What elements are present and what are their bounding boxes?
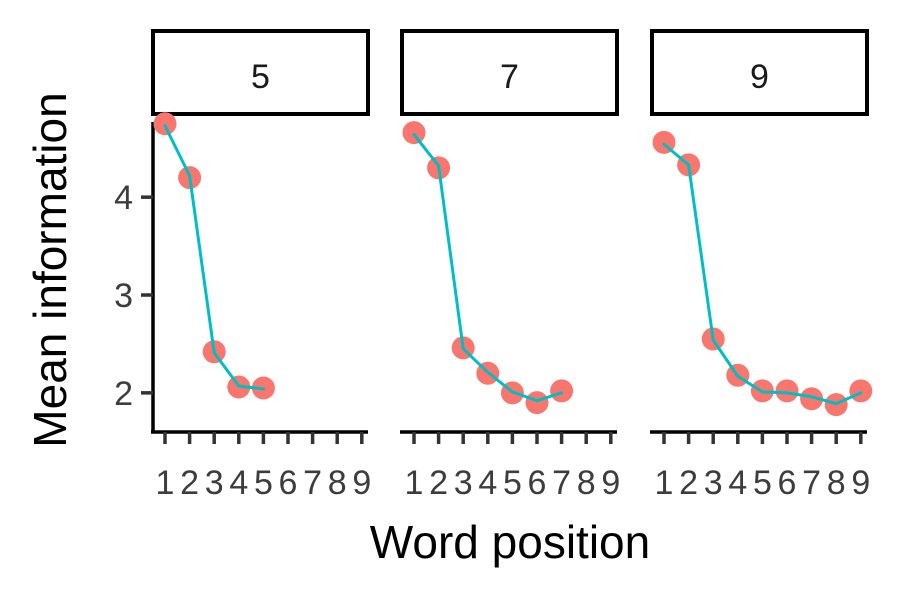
- series-line-segment: [163, 124, 192, 178]
- series-line-segment: [785, 391, 814, 399]
- facet-strip: [650, 29, 869, 116]
- y-tick-label: 4: [114, 179, 133, 217]
- x-tick-label: 9: [601, 464, 620, 502]
- data-point: [525, 391, 549, 415]
- facet-strip-label: 9: [750, 58, 769, 96]
- series-line-segment: [687, 163, 715, 342]
- data-point: [775, 379, 799, 403]
- x-tick-label: 7: [552, 464, 571, 502]
- x-tick-label: 5: [753, 464, 772, 502]
- x-tick-label: 6: [279, 464, 298, 502]
- data-point: [402, 121, 426, 145]
- x-tick-label: 6: [778, 464, 797, 502]
- x-tick-label: 2: [429, 464, 448, 502]
- series-line-segment: [662, 142, 691, 167]
- x-tick-label: 2: [679, 464, 698, 502]
- x-axis-title: Word position: [370, 516, 650, 568]
- data-point: [550, 379, 574, 403]
- x-tick-label: 1: [405, 464, 424, 502]
- x-tick-label: 5: [503, 464, 522, 502]
- y-tick-label: 3: [114, 277, 133, 315]
- x-tick-label: 4: [728, 464, 747, 502]
- x-tick-label: 6: [528, 464, 547, 502]
- facet-strip: [151, 29, 370, 116]
- series-line-segment: [237, 384, 265, 391]
- x-tick-label: 8: [328, 464, 347, 502]
- x-tick-label: 2: [180, 464, 199, 502]
- series-line-segment: [510, 390, 539, 403]
- y-axis-title: Mean information: [24, 92, 76, 447]
- series-line-segment: [810, 395, 838, 406]
- y-tick-label: 2: [114, 375, 133, 413]
- x-tick-label: 3: [454, 464, 473, 502]
- facet-strip: [400, 29, 619, 116]
- series-line-segment: [834, 391, 863, 406]
- facet-strip-label: 7: [500, 58, 519, 96]
- x-tick-label: 1: [655, 464, 674, 502]
- series-line-segment: [212, 351, 241, 388]
- series-line-segment: [760, 390, 789, 395]
- series-line-segment: [486, 370, 514, 394]
- series-line-segment: [711, 338, 740, 378]
- x-tick-label: 3: [704, 464, 723, 502]
- data-point: [849, 379, 873, 403]
- x-tick-label: 3: [205, 464, 224, 502]
- x-tick-label: 4: [478, 464, 497, 502]
- series-line-segment: [736, 374, 764, 394]
- data-point: [800, 387, 824, 411]
- x-tick-label: 7: [303, 464, 322, 502]
- x-tick-label: 5: [254, 464, 273, 502]
- x-tick-label: 9: [851, 464, 870, 502]
- series-line-segment: [461, 347, 490, 374]
- facet-strip-label: 5: [251, 58, 270, 96]
- series-line-segment: [188, 174, 216, 355]
- x-tick-label: 7: [802, 464, 821, 502]
- x-tick-label: 4: [229, 464, 248, 502]
- series-line-segment: [535, 391, 564, 403]
- x-tick-label: 1: [156, 464, 175, 502]
- x-tick-label: 9: [352, 464, 371, 502]
- data-point: [153, 112, 177, 136]
- series-line-segment: [412, 133, 441, 168]
- series-line-segment: [437, 164, 465, 351]
- x-tick-label: 8: [827, 464, 846, 502]
- x-tick-label: 8: [577, 464, 596, 502]
